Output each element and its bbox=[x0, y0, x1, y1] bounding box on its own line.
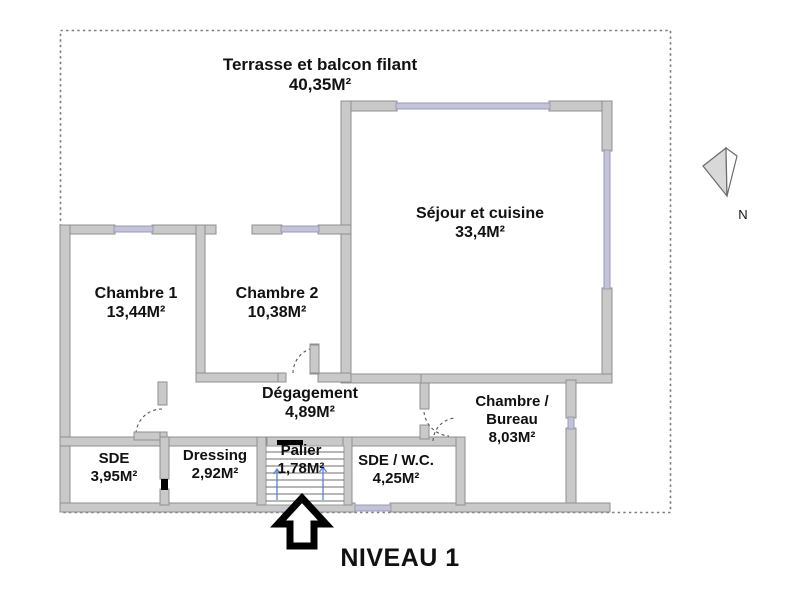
door-jamb-markers bbox=[161, 479, 168, 490]
room-area-degagement: 4,89M² bbox=[285, 403, 335, 421]
room-name-sde-wc: SDE / W.C. bbox=[358, 452, 434, 469]
room-name-terrasse: Terrasse et balcon filant bbox=[222, 55, 418, 74]
door-arc-degagement-west bbox=[135, 408, 163, 434]
jamb-marker-dressing bbox=[161, 479, 168, 490]
stair-head-marker bbox=[277, 440, 303, 445]
door-leaf-degagement-west bbox=[133, 431, 161, 441]
window-sejour-east bbox=[603, 149, 611, 290]
room-name-palier: Palier bbox=[280, 442, 322, 459]
room-name-chambre2: Chambre 2 bbox=[235, 285, 319, 302]
room-label-dressing: Dressing 2,92M² bbox=[165, 447, 265, 482]
room-label-sde-wc: SDE / W.C. 4,25M² bbox=[334, 452, 458, 487]
room-name-sde: SDE bbox=[98, 450, 130, 467]
room-name-chambre-bureau-line2: Bureau bbox=[486, 411, 538, 428]
door-leaves bbox=[133, 344, 320, 441]
room-label-sejour: Séjour et cuisine 33,4M² bbox=[380, 205, 580, 243]
window-north-block-a bbox=[113, 225, 154, 233]
walls bbox=[59, 100, 613, 513]
room-label-chambre-bureau: Chambre / Bureau 8,03M² bbox=[452, 393, 572, 447]
stair-direction-arrows bbox=[272, 465, 328, 500]
windows bbox=[113, 102, 611, 512]
room-label-sde: SDE 3,95M² bbox=[62, 450, 166, 485]
wall-between-sdewc-bureau bbox=[455, 436, 466, 506]
window-sejour-north bbox=[395, 102, 551, 110]
wall-jamb-degagement-a bbox=[277, 372, 287, 383]
compass-label: N bbox=[738, 207, 748, 222]
room-name-chambre-bureau-line1: Chambre / bbox=[475, 393, 549, 410]
stair-box bbox=[265, 445, 345, 506]
room-name-degagement: Dégagement bbox=[261, 385, 359, 402]
window-east-bureau bbox=[567, 416, 575, 430]
page-title: NIVEAU 1 bbox=[340, 544, 460, 572]
room-label-terrasse: Terrasse et balcon filant 40,35M² bbox=[160, 55, 480, 95]
room-area-chambre-bureau: 8,03M² bbox=[488, 429, 536, 446]
room-area-chambre1: 13,44M² bbox=[106, 303, 166, 321]
room-area-sde-wc: 4,25M² bbox=[372, 469, 420, 487]
wall-bureau-west-upper bbox=[419, 382, 430, 410]
window-south-sdewc bbox=[354, 504, 392, 512]
door-leaf-chambre2 bbox=[309, 344, 320, 374]
north-arrow-icon bbox=[702, 146, 738, 198]
room-label-chambre2: Chambre 2 10,38M² bbox=[202, 285, 352, 323]
room-area-terrasse: 40,35M² bbox=[288, 75, 352, 95]
room-label-palier: Palier 1,78M² bbox=[258, 442, 344, 477]
room-area-chambre2: 10,38M² bbox=[247, 303, 307, 321]
wall-degagement-west-top bbox=[157, 381, 168, 406]
room-label-degagement: Dégagement 4,89M² bbox=[230, 385, 390, 423]
door-arc-bureau bbox=[423, 411, 450, 437]
window-north-block-b bbox=[280, 225, 320, 233]
room-name-dressing: Dressing bbox=[182, 447, 248, 464]
room-area-dressing: 2,92M² bbox=[191, 464, 239, 482]
room-name-sejour: Séjour et cuisine bbox=[415, 205, 545, 222]
wall-bureau-west-lower bbox=[419, 424, 430, 440]
room-area-sejour: 33,4M² bbox=[455, 223, 505, 241]
room-area-sde: 3,95M² bbox=[90, 467, 138, 485]
room-area-palier: 1,78M² bbox=[277, 459, 325, 477]
door-arc-sdewc bbox=[432, 417, 456, 442]
room-label-chambre1: Chambre 1 13,44M² bbox=[62, 285, 210, 323]
wall-degagement-north-right bbox=[317, 372, 352, 383]
up-arrow-icon bbox=[270, 492, 334, 550]
room-name-chambre1: Chambre 1 bbox=[94, 285, 178, 302]
staircase bbox=[265, 440, 345, 506]
